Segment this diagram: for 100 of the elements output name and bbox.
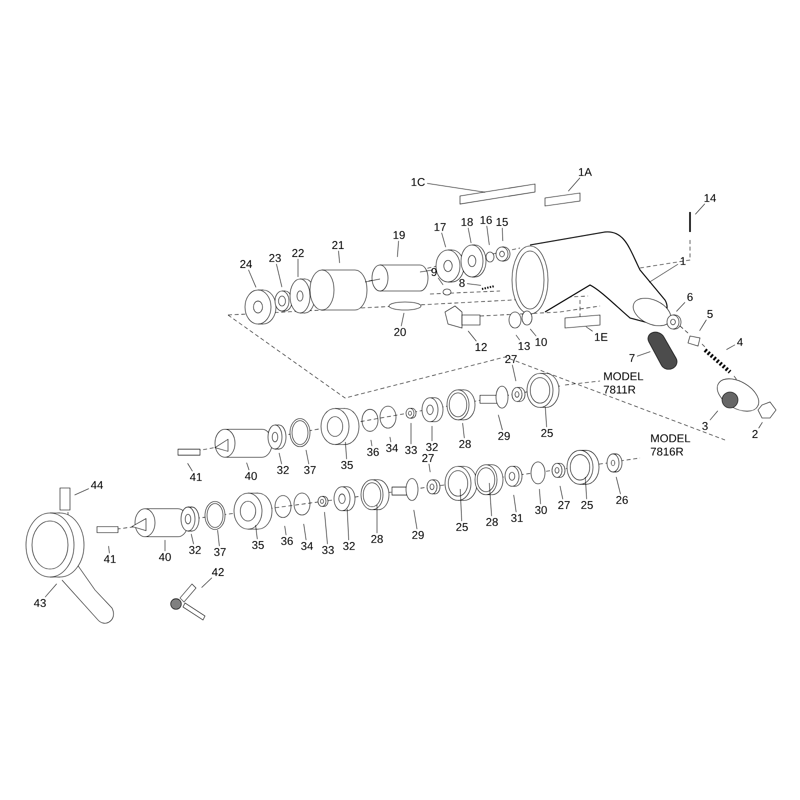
leader-line <box>108 546 110 554</box>
callout-number: 34 <box>386 444 398 452</box>
leader-line <box>390 436 392 442</box>
callout-number: 32 <box>426 443 438 452</box>
leader-line <box>460 488 462 522</box>
leader-line <box>502 228 504 242</box>
callout-number: 14 <box>704 194 716 202</box>
leader-line <box>338 250 340 264</box>
callout-number: 29 <box>412 531 424 540</box>
leader-line <box>699 320 707 331</box>
callout-number: 35 <box>252 541 264 550</box>
callout-number: 1 <box>680 257 686 265</box>
leader-line <box>486 226 490 246</box>
callout-number: 36 <box>367 448 379 456</box>
callout-number: 25 <box>456 523 468 532</box>
callout-number: 21 <box>332 241 344 249</box>
leader-line <box>695 204 706 215</box>
callout-number: 36 <box>281 537 293 546</box>
callout-number: 44 <box>90 481 103 489</box>
callout-number: 33 <box>405 446 417 454</box>
leader-line <box>376 504 378 534</box>
leader-line <box>585 476 587 500</box>
leader-line <box>466 283 482 286</box>
leader-line <box>190 534 194 544</box>
leader-line <box>164 540 166 552</box>
callout-number: 24 <box>240 260 252 268</box>
callout-number: 40 <box>158 553 171 562</box>
callout-number: 13 <box>518 342 530 350</box>
callout-number: 18 <box>462 218 473 226</box>
leader-line <box>513 494 516 512</box>
callout-number: 7 <box>629 354 635 362</box>
leader-line <box>539 488 541 504</box>
callout-number: 26 <box>616 496 628 504</box>
leader-line <box>370 440 372 446</box>
callout-number: 32 <box>189 546 201 554</box>
leader-line <box>246 462 250 470</box>
callout-number: 6 <box>687 293 693 301</box>
leader-line <box>586 326 593 332</box>
callout-number: 15 <box>496 218 508 226</box>
callout-number: 28 <box>371 535 383 544</box>
leader-line <box>414 510 418 530</box>
leader-line <box>468 228 472 244</box>
callout-number: 5 <box>707 310 713 318</box>
callout-number: 3 <box>702 422 708 430</box>
leader-line <box>441 232 446 248</box>
leader-line <box>648 264 678 283</box>
callout-number: 28 <box>459 440 471 448</box>
callout-number: 20 <box>394 328 406 336</box>
callout-number: 25 <box>581 501 593 510</box>
callout-number: 9 <box>431 268 437 276</box>
leader-line <box>468 330 477 342</box>
leader-line <box>217 530 220 546</box>
callout-number: 10 <box>536 338 547 346</box>
leader-line <box>512 364 516 382</box>
callout-number: 27 <box>422 454 434 462</box>
callout-number: 23 <box>269 254 281 262</box>
leader-line <box>516 334 520 340</box>
callout-number: 33 <box>322 546 334 554</box>
callout-number: 43 <box>34 599 46 608</box>
callout-number: 41 <box>190 473 202 481</box>
callout-number: 37 <box>304 466 316 474</box>
callout-number: 25 <box>541 429 553 438</box>
callout-number: 28 <box>486 518 498 526</box>
callout-number: 34 <box>301 542 313 550</box>
callout-number: 22 <box>292 249 304 257</box>
callout-number: 31 <box>511 514 523 522</box>
callout-number: 35 <box>341 461 353 470</box>
leader-line <box>616 476 621 494</box>
leader-line <box>345 442 347 460</box>
callout-number: 29 <box>498 432 510 440</box>
callout-number: 8 <box>459 279 465 287</box>
model-label: MODEL 7816R <box>650 434 690 456</box>
callout-number: 1C <box>412 178 425 186</box>
callout-number: 30 <box>535 506 547 514</box>
leader-line <box>201 578 212 588</box>
leader-line <box>462 422 465 438</box>
callout-number: 41 <box>104 555 116 563</box>
callout-number: 1E <box>594 333 608 341</box>
leader-line <box>324 512 328 544</box>
callout-number: 32 <box>343 542 355 550</box>
leader-line <box>560 486 564 500</box>
callout-number: 16 <box>480 216 492 224</box>
leader-line <box>284 526 286 536</box>
leader-line <box>187 463 193 472</box>
leader-line <box>255 524 258 540</box>
leader-line <box>438 278 444 286</box>
callout-number: 2 <box>752 430 758 438</box>
leader-line <box>306 450 310 464</box>
leader-line <box>74 488 90 496</box>
leader-line <box>489 482 492 516</box>
leader-line <box>636 351 651 357</box>
leader-line <box>710 410 718 420</box>
leader-line <box>278 452 282 464</box>
leader-line <box>248 270 256 288</box>
leader-line <box>568 178 580 192</box>
leader-line <box>428 464 430 472</box>
callout-number: 37 <box>214 548 226 556</box>
leader-line <box>400 312 404 326</box>
leader-line <box>676 302 686 312</box>
callout-number: 32 <box>277 466 289 474</box>
